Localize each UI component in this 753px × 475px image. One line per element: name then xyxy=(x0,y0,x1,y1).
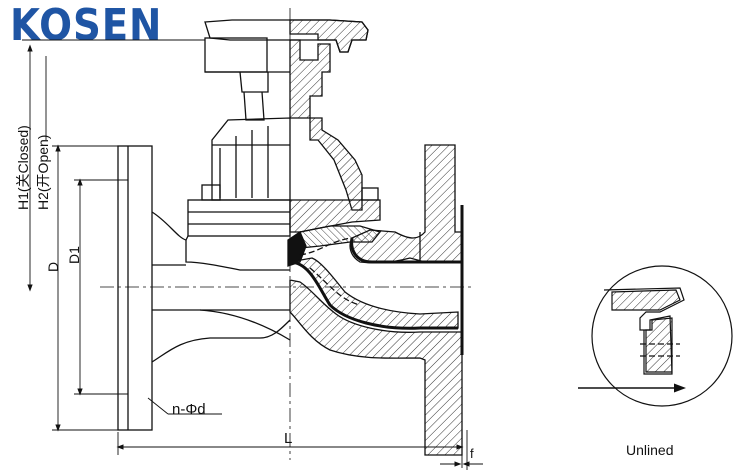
valve-body-left xyxy=(117,145,291,431)
valve-body-section xyxy=(289,144,464,456)
bonnet-body xyxy=(201,117,379,201)
n-phi-d-label: n-Φd xyxy=(172,401,206,418)
kosen-logo: KOSEN xyxy=(10,0,163,51)
l-label: L xyxy=(284,430,293,447)
bonnet-flange xyxy=(187,199,382,267)
bonnet-stem xyxy=(239,39,363,211)
f-label: f xyxy=(470,446,474,461)
unlined-detail xyxy=(578,265,733,407)
h2-label: H2(开Open) xyxy=(35,134,51,210)
d-label: D xyxy=(45,261,61,272)
handwheel xyxy=(204,19,369,73)
unlined-caption: Unlined xyxy=(626,442,674,458)
d1-label: D1 xyxy=(66,246,82,264)
h1-label: H1(关Closed) xyxy=(15,125,31,210)
dimension-lines xyxy=(22,39,483,470)
